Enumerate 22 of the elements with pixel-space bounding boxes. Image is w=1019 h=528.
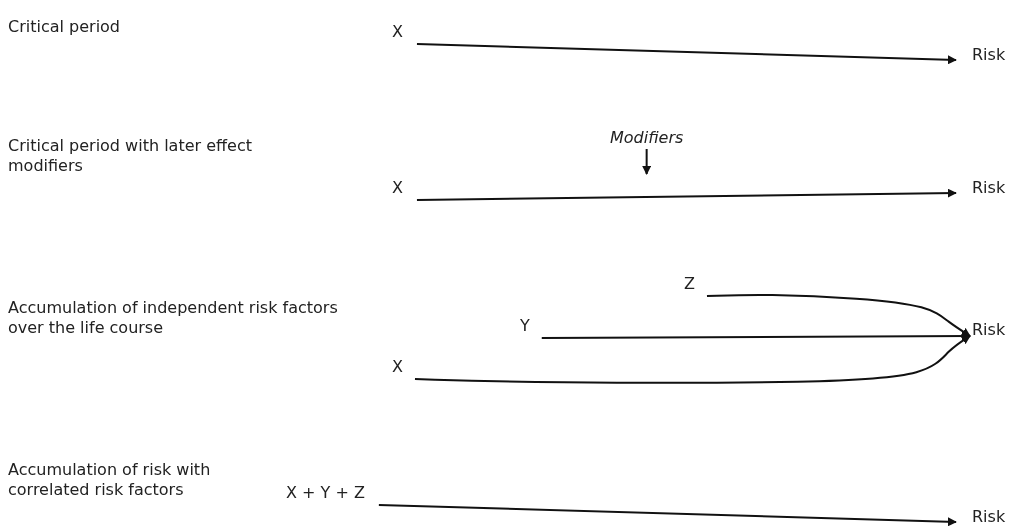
node-label: X + Y + Z (286, 483, 365, 503)
node-label: Risk (972, 178, 1006, 198)
node-label: Risk (972, 45, 1006, 65)
row-title: Critical period (8, 17, 121, 37)
arrow (413, 335, 971, 384)
row-title: Critical period with later effect modifiers (8, 136, 253, 176)
arrow (540, 331, 971, 341)
arrow (415, 188, 957, 201)
node-label: Z (684, 274, 695, 294)
node-label: X (392, 22, 403, 42)
node-label: Y (520, 316, 530, 336)
row-title: Accumulation of independent risk factors over the life course (8, 298, 339, 338)
node-label: Risk (972, 507, 1006, 527)
arrow (642, 148, 652, 175)
arrow (377, 504, 957, 527)
arrow (415, 43, 957, 65)
arrow (705, 293, 971, 337)
row-title: Accumulation of risk with correlated risk factors (8, 460, 212, 500)
node-label: X (392, 178, 403, 198)
node-label: X (392, 357, 403, 377)
node-label: Risk (972, 320, 1006, 340)
node-label: Modifiers (610, 128, 684, 148)
